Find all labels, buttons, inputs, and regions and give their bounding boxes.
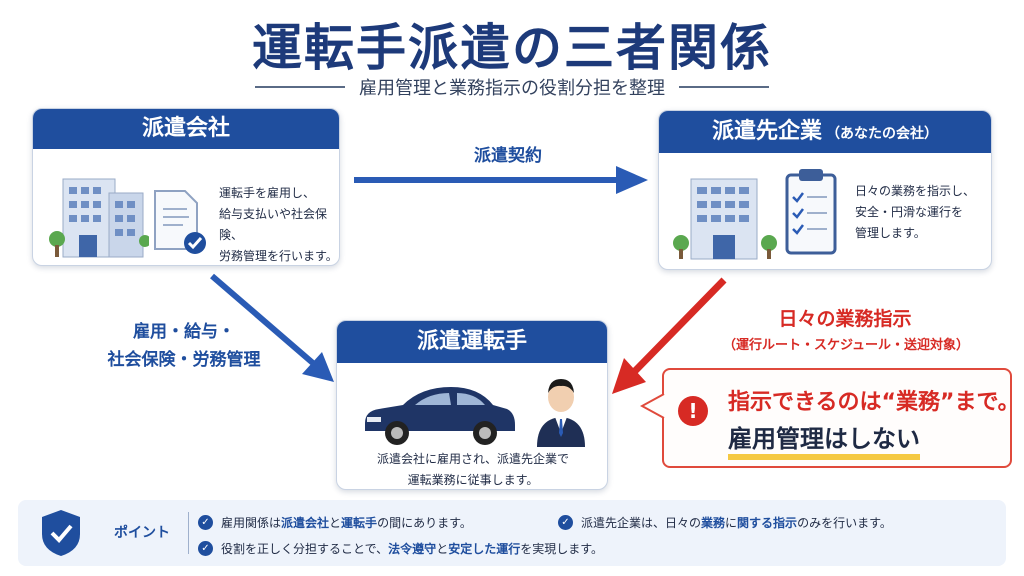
callout-line1: 指示できるのは“業務”まで。 xyxy=(728,390,1020,415)
subtitle-row: 雇用管理と業務指示の役割分担を整理 xyxy=(0,74,1024,100)
instruction-arrow xyxy=(612,277,727,394)
driver-card: 派遣運転手 派遣会社に雇用され、派遣先企業で 運転業務に従事します。 xyxy=(336,320,608,490)
haken-company-heading: 派遣会社 xyxy=(33,109,339,149)
points-box: ポイント ✓ 雇用関係は派遣会社と運転手の間にあります。 ✓ 派遣先企業は、日々… xyxy=(18,500,1006,566)
car-icon xyxy=(365,387,515,445)
subtitle-line-right xyxy=(679,86,769,88)
points-label: ポイント xyxy=(114,525,170,541)
points-divider xyxy=(188,512,189,554)
driver-description: 派遣会社に雇用され、派遣先企業で 運転業務に従事します。 xyxy=(376,452,570,487)
instruction-label: 日々の業務指示 xyxy=(778,308,912,330)
clipboard-checklist-icon xyxy=(785,169,837,255)
callout-pointer xyxy=(640,393,665,419)
subtitle-line-left xyxy=(255,86,345,88)
driver-person-icon xyxy=(537,379,585,447)
callout-line2: 雇用管理はしない xyxy=(728,424,920,460)
document-check-icon xyxy=(154,190,206,254)
subtitle: 雇用管理と業務指示の役割分担を整理 xyxy=(359,78,665,99)
check-icon: ✓ xyxy=(198,541,213,556)
warning-callout: ! 指示できるのは“業務”まで。 雇用管理はしない xyxy=(662,368,1020,468)
point-item-2: ✓ 派遣先企業は、日々の業務に関する指示のみを行います。 xyxy=(558,514,892,531)
instruction-sub-label: （運行ルート・スケジュール・送迎対象） xyxy=(722,338,970,353)
check-icon: ✓ xyxy=(558,515,573,530)
client-company-heading: 派遣先企業（あなたの会社） xyxy=(659,111,991,153)
point-item-1: ✓ 雇用関係は派遣会社と運転手の間にあります。 xyxy=(198,514,472,531)
employment-label: 雇用・給与・ 社会保険・労務管理 xyxy=(107,322,261,370)
exclamation-icon: ! xyxy=(678,396,708,426)
client-company-card: 派遣先企業（あなたの会社） 日々の業務を指示し、 安全・ xyxy=(658,110,992,270)
client-company-description: 日々の業務を指示し、 安全・円滑な運行を 管理します。 xyxy=(855,184,976,240)
check-icon: ✓ xyxy=(198,515,213,530)
employment-arrow xyxy=(210,273,334,382)
office-building-icon xyxy=(673,178,777,260)
haken-company-card: 派遣会社 運転手を雇用し、 給 xyxy=(32,108,340,266)
page-title: 運転手派遣の三者関係 xyxy=(252,19,772,77)
office-building-icon xyxy=(49,178,149,258)
contract-arrow xyxy=(354,166,648,194)
shield-check-icon xyxy=(42,510,80,556)
contract-label: 派遣契約 xyxy=(474,146,542,166)
driver-heading: 派遣運転手 xyxy=(337,321,607,363)
haken-company-description: 運転手を雇用し、 給与支払いや社会保険、 労務管理を行います。 xyxy=(219,186,338,263)
point-item-3: ✓ 役割を正しく分担することで、法令遵守と安定した運行を実現します。 xyxy=(198,540,603,557)
